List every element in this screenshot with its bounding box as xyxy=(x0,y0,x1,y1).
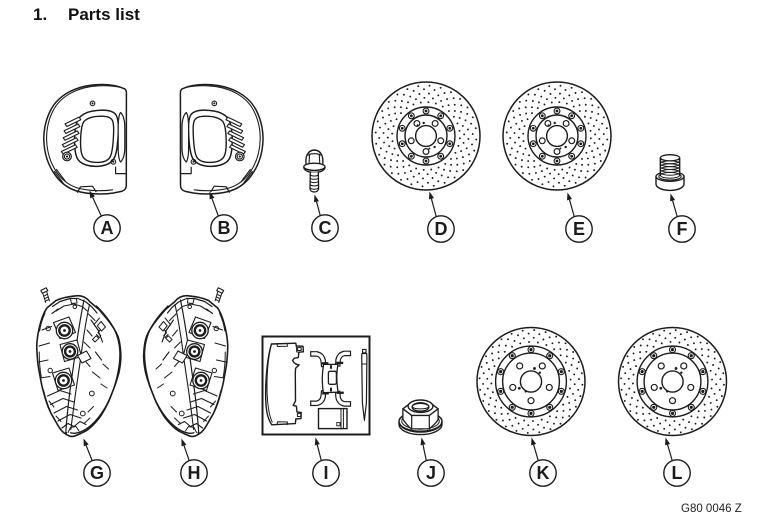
svg-text:B: B xyxy=(218,218,231,238)
svg-text:1.: 1. xyxy=(33,5,47,24)
svg-text:I: I xyxy=(323,463,328,483)
svg-text:E: E xyxy=(573,219,585,239)
svg-text:D: D xyxy=(435,219,448,239)
svg-text:A: A xyxy=(101,218,114,238)
svg-text:H: H xyxy=(188,463,201,483)
svg-text:C: C xyxy=(319,218,332,238)
svg-text:J: J xyxy=(426,463,436,483)
svg-text:G: G xyxy=(90,463,104,483)
svg-text:L: L xyxy=(672,463,683,483)
svg-text:K: K xyxy=(537,463,550,483)
svg-text:F: F xyxy=(677,219,688,239)
svg-text:G80 0046 Z: G80 0046 Z xyxy=(681,503,742,515)
svg-text:Parts list: Parts list xyxy=(68,5,140,24)
